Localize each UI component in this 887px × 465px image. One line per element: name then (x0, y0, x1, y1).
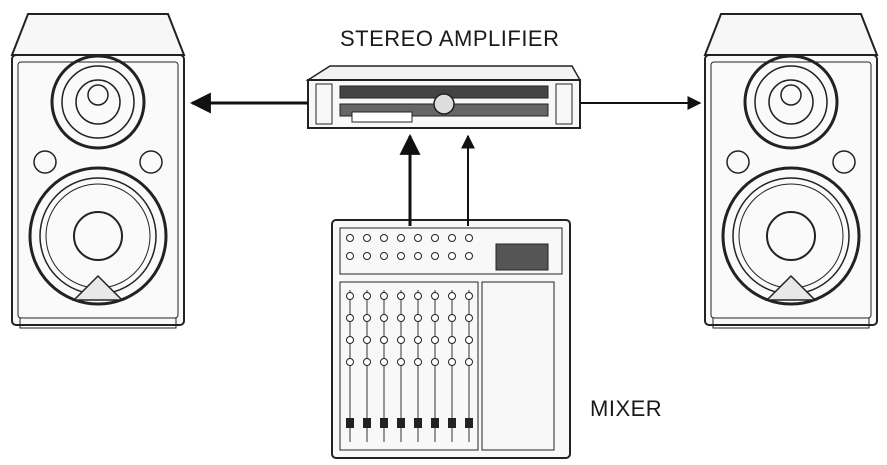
channel-knob (466, 235, 473, 242)
channel-knob (432, 293, 439, 300)
channel-fader (448, 418, 456, 428)
channel-knob (381, 253, 388, 260)
channel-fader (431, 418, 439, 428)
channel-knob (415, 235, 422, 242)
channel-knob (347, 293, 354, 300)
channel-knob (381, 337, 388, 344)
channel-knob (398, 315, 405, 322)
channel-fader (397, 418, 405, 428)
channel-knob (466, 315, 473, 322)
mixer-label: MIXER (590, 396, 663, 421)
channel-knob (398, 235, 405, 242)
channel-knob (347, 359, 354, 366)
channel-knob (466, 293, 473, 300)
channel-knob (364, 293, 371, 300)
channel-fader (346, 418, 354, 428)
channel-knob (398, 359, 405, 366)
stereo-amplifier (308, 66, 580, 128)
channel-knob (398, 293, 405, 300)
amplifier-label: STEREO AMPLIFIER (340, 26, 560, 51)
channel-knob (364, 253, 371, 260)
channel-knob (415, 315, 422, 322)
channel-knob (415, 253, 422, 260)
channel-knob (432, 235, 439, 242)
channel-knob (364, 235, 371, 242)
channel-fader (465, 418, 473, 428)
channel-fader (363, 418, 371, 428)
channel-knob (381, 235, 388, 242)
channel-knob (415, 293, 422, 300)
channel-knob (415, 337, 422, 344)
channel-knob (347, 253, 354, 260)
signal-connections (189, 92, 702, 226)
channel-knob (432, 359, 439, 366)
channel-knob (381, 359, 388, 366)
channel-knob (432, 315, 439, 322)
channel-knob (432, 337, 439, 344)
channel-knob (364, 315, 371, 322)
channel-knob (449, 315, 456, 322)
channel-knob (381, 315, 388, 322)
channel-knob (364, 359, 371, 366)
channel-fader (380, 418, 388, 428)
channel-knob (347, 315, 354, 322)
channel-knob (466, 337, 473, 344)
channel-knob (364, 337, 371, 344)
left-speaker (12, 14, 184, 328)
channel-knob (466, 253, 473, 260)
channel-knob (449, 235, 456, 242)
channel-knob (398, 253, 405, 260)
mixer-channel-strips (346, 235, 473, 443)
channel-knob (449, 359, 456, 366)
channel-knob (432, 253, 439, 260)
channel-knob (449, 253, 456, 260)
channel-knob (449, 337, 456, 344)
right-speaker (705, 14, 877, 328)
channel-knob (415, 359, 422, 366)
channel-knob (398, 337, 405, 344)
channel-knob (449, 293, 456, 300)
channel-fader (414, 418, 422, 428)
channel-knob (381, 293, 388, 300)
channel-knob (466, 359, 473, 366)
channel-knob (347, 235, 354, 242)
channel-knob (347, 337, 354, 344)
